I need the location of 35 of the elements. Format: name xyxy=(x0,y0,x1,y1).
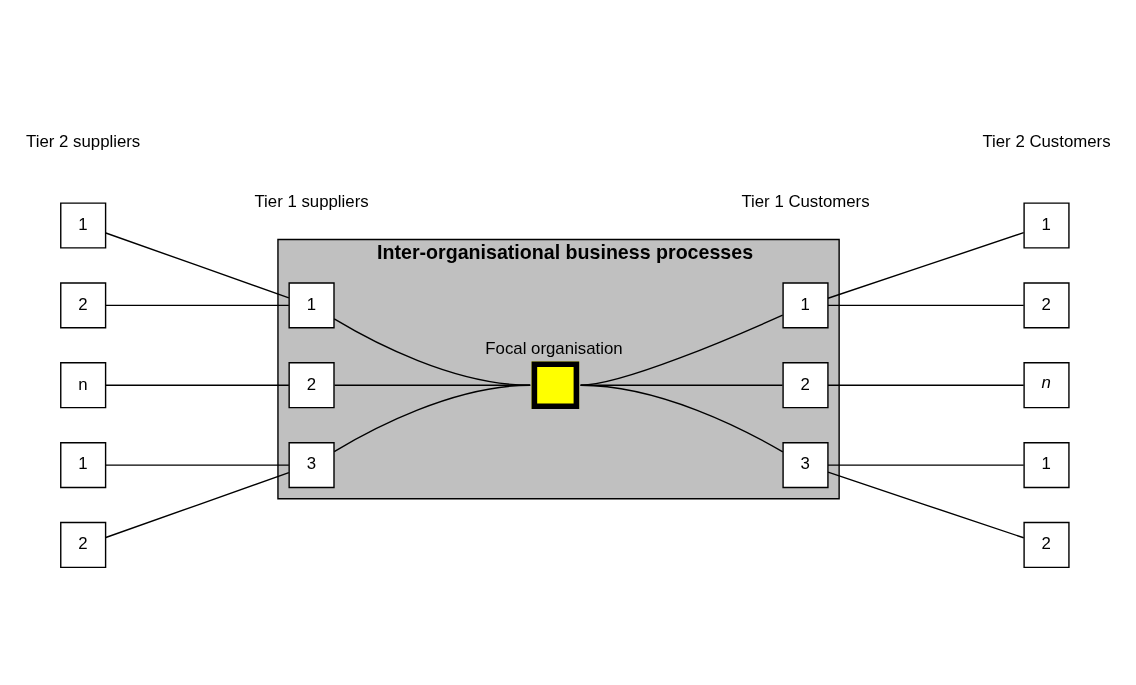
connector xyxy=(827,464,1025,466)
connector xyxy=(105,464,290,466)
connector xyxy=(579,384,784,453)
node-box: 1 xyxy=(60,202,107,249)
connector xyxy=(827,304,1025,307)
connector xyxy=(333,384,531,453)
node-box: n xyxy=(60,362,107,409)
connector xyxy=(105,471,290,539)
connector xyxy=(105,384,290,386)
connector xyxy=(827,384,1025,386)
node-box: 2 xyxy=(1023,282,1070,329)
node-box: 1 xyxy=(288,282,335,329)
node-box: 2 xyxy=(782,362,829,409)
node-box: 2 xyxy=(60,521,107,569)
connector xyxy=(333,318,531,386)
label: Tier 1 suppliers xyxy=(254,192,369,212)
node-box: 3 xyxy=(288,442,335,489)
node-box: 1 xyxy=(60,442,107,489)
label: Tier 2 Customers xyxy=(982,132,1111,152)
node-label: Focal organisation xyxy=(485,338,623,358)
node-box: 3 xyxy=(782,442,829,489)
connector xyxy=(105,232,290,299)
connector xyxy=(827,232,1025,299)
node-box: 1 xyxy=(782,282,829,329)
node-box: 2 xyxy=(60,282,107,329)
node-box: n xyxy=(1023,362,1070,409)
node-box: 1 xyxy=(1023,202,1070,249)
label: Tier 2 suppliers xyxy=(26,132,141,152)
connector xyxy=(105,304,290,307)
node-box: 1 xyxy=(1023,442,1070,489)
connector xyxy=(579,314,784,386)
connector xyxy=(827,471,1025,539)
label: Tier 1 Customers xyxy=(741,192,870,212)
node-box: 2 xyxy=(288,362,335,409)
node-box: 2 xyxy=(1023,521,1070,569)
